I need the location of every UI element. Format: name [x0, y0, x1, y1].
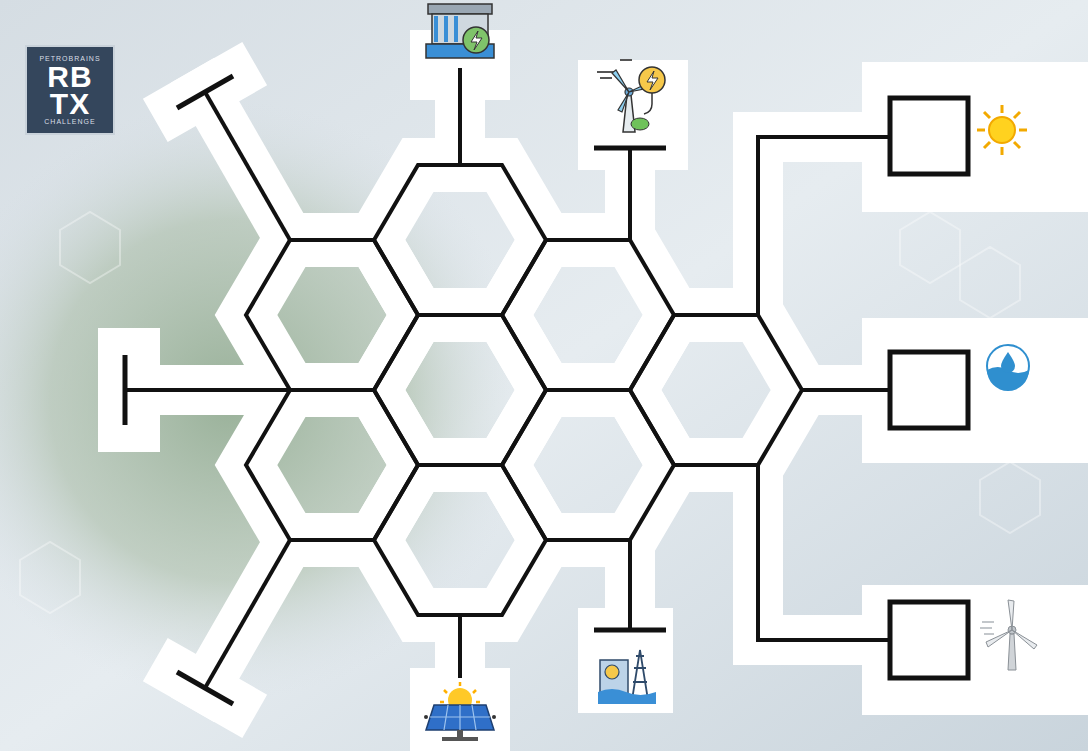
power-plant-icon	[596, 642, 660, 706]
logo-letters: TX	[50, 90, 90, 117]
logo-caption: PETROBRAINS	[39, 54, 100, 63]
challenge-logo: PETROBRAINSRBTXCHALLENGE	[25, 45, 115, 135]
white-track	[98, 30, 1088, 751]
black-lines	[125, 68, 968, 704]
solar-panel-icon	[424, 682, 496, 741]
logo-caption: CHALLENGE	[44, 117, 95, 126]
wind-power-icon	[597, 60, 665, 132]
logo-letters: RB	[47, 63, 92, 90]
hydro-dam-icon	[426, 4, 494, 58]
wind-turbine-icon	[980, 600, 1037, 670]
sun-icon	[977, 105, 1027, 155]
water-icon	[987, 345, 1029, 391]
